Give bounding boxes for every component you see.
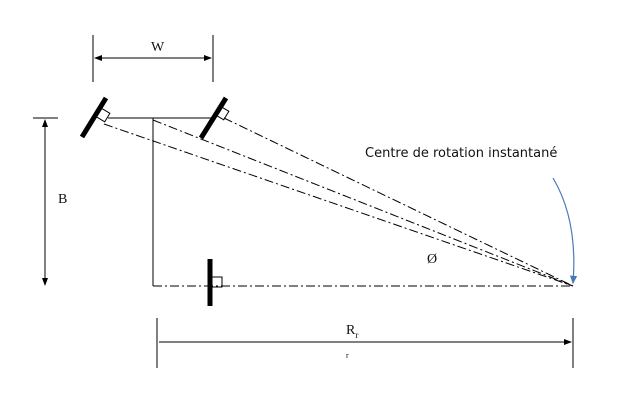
- radius-symbol: R: [346, 323, 356, 338]
- rear-wheel: [207, 259, 223, 306]
- angle-label: Ø: [427, 252, 438, 267]
- rotation-arc-arrow: [552, 177, 578, 285]
- radius-label: Rr: [346, 324, 358, 340]
- front-right-wheel: [198, 96, 230, 140]
- wheelbase-label: B: [58, 192, 68, 207]
- turning-lines: [103, 117, 574, 287]
- center-of-rotation-label: Centre de rotation instantané: [365, 146, 558, 161]
- wheelbase-dimension: [33, 117, 58, 286]
- front-left-wheel: [79, 96, 111, 139]
- track-width-dimension: [92, 35, 214, 82]
- chassis-lines: [108, 117, 213, 286]
- radius-dimension: [156, 318, 574, 368]
- track-width-label: W: [151, 40, 165, 55]
- radius-subscript: r: [355, 329, 359, 340]
- stray-r-label: r: [346, 351, 349, 360]
